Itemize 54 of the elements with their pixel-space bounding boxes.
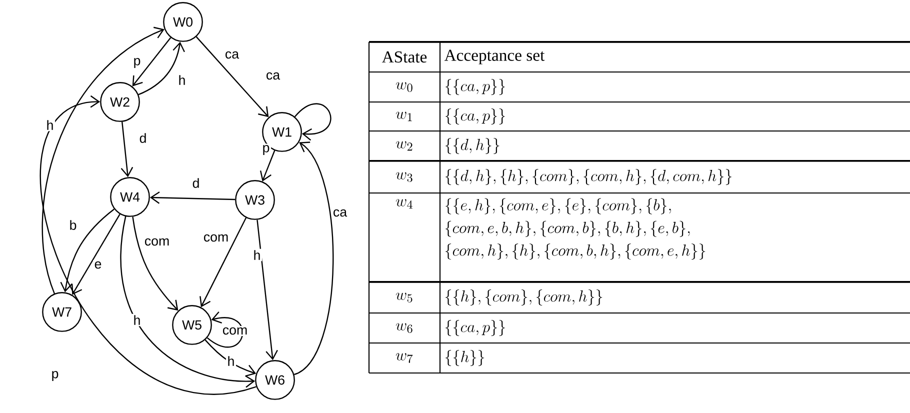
arrow bbox=[206, 312, 244, 348]
arrow bbox=[42, 26, 164, 294]
edge-label: e bbox=[92, 260, 104, 270]
table-cell: $w_7$ bbox=[396, 353, 413, 363]
edge-label: com bbox=[221, 326, 249, 336]
table-cell: $\{\{d,h\}\}$ bbox=[445, 138, 500, 154]
table-cell: $\{\{e,h\},\{com,e\},\{e\},\{com\},\{b\},\allowbreak\{com,e,b,h\},\{com,b\},\{b,h\},\{e,b\},\allowbreak\{com,h\},\{h\},\{com,b,h\},\{com,e,h\}\}$ bbox=[445, 198, 706, 260]
edge-label: h bbox=[176, 74, 188, 86]
table-cell: $\{\{d,h\},\{h\},\{com\},\{com,h\},\{d,com,h\}\}$ bbox=[445, 169, 732, 185]
arrow bbox=[138, 42, 185, 96]
table-cell: $\{\{ca,p\}\}$ bbox=[445, 320, 505, 336]
table-cell: $w_3$ bbox=[396, 172, 412, 182]
edge-label: p bbox=[50, 370, 60, 382]
arrow bbox=[260, 150, 276, 182]
edge-label: b bbox=[68, 218, 78, 232]
table-cell: $\{\{h\},\{com\},\{com,h\}\}$ bbox=[445, 290, 602, 306]
table-cell: $\{\{ca,p\}\}$ bbox=[445, 108, 505, 124]
edge-label: ca bbox=[332, 208, 348, 218]
edge-label: h bbox=[226, 354, 236, 368]
arrow bbox=[256, 220, 278, 360]
arrow bbox=[132, 37, 172, 86]
table-cell: $w_6$ bbox=[396, 323, 412, 333]
table-cell: $w_0$ bbox=[396, 82, 412, 92]
edge-label: com bbox=[202, 233, 230, 243]
arrow bbox=[196, 36, 269, 118]
edge-label: ca bbox=[224, 50, 240, 60]
edge-label: com bbox=[143, 237, 171, 247]
arrow bbox=[132, 216, 178, 311]
arrow bbox=[294, 142, 334, 376]
edge-label: d bbox=[190, 176, 202, 190]
edge-label: ca bbox=[264, 71, 282, 81]
table-cell: $w_2$ bbox=[396, 141, 412, 151]
arrow bbox=[40, 95, 256, 395]
arrow bbox=[200, 218, 247, 308]
arrow bbox=[150, 192, 236, 204]
table-cell: AState bbox=[382, 51, 427, 63]
edge-label: h bbox=[132, 314, 142, 326]
arrow bbox=[120, 216, 256, 388]
table-cell: $w_5$ bbox=[396, 292, 412, 302]
table-cell: $w_4$ bbox=[396, 199, 412, 209]
arrow bbox=[71, 214, 120, 295]
arrow bbox=[204, 340, 256, 377]
edge-label: h bbox=[252, 248, 262, 262]
arrow bbox=[294, 103, 332, 141]
table-cell: $w_1$ bbox=[396, 112, 412, 122]
edge-label: h bbox=[44, 118, 56, 132]
edge-label: p bbox=[260, 144, 272, 156]
arrow bbox=[120, 122, 134, 178]
table-cell: $\{\{h\}\}$ bbox=[445, 350, 484, 366]
table-cell: Acceptance set bbox=[444, 50, 545, 64]
arrow bbox=[60, 208, 115, 292]
edge-label: p bbox=[132, 56, 142, 70]
edge-label: d bbox=[138, 132, 148, 144]
table-cell: $\{\{ca,p\}\}$ bbox=[445, 79, 505, 95]
